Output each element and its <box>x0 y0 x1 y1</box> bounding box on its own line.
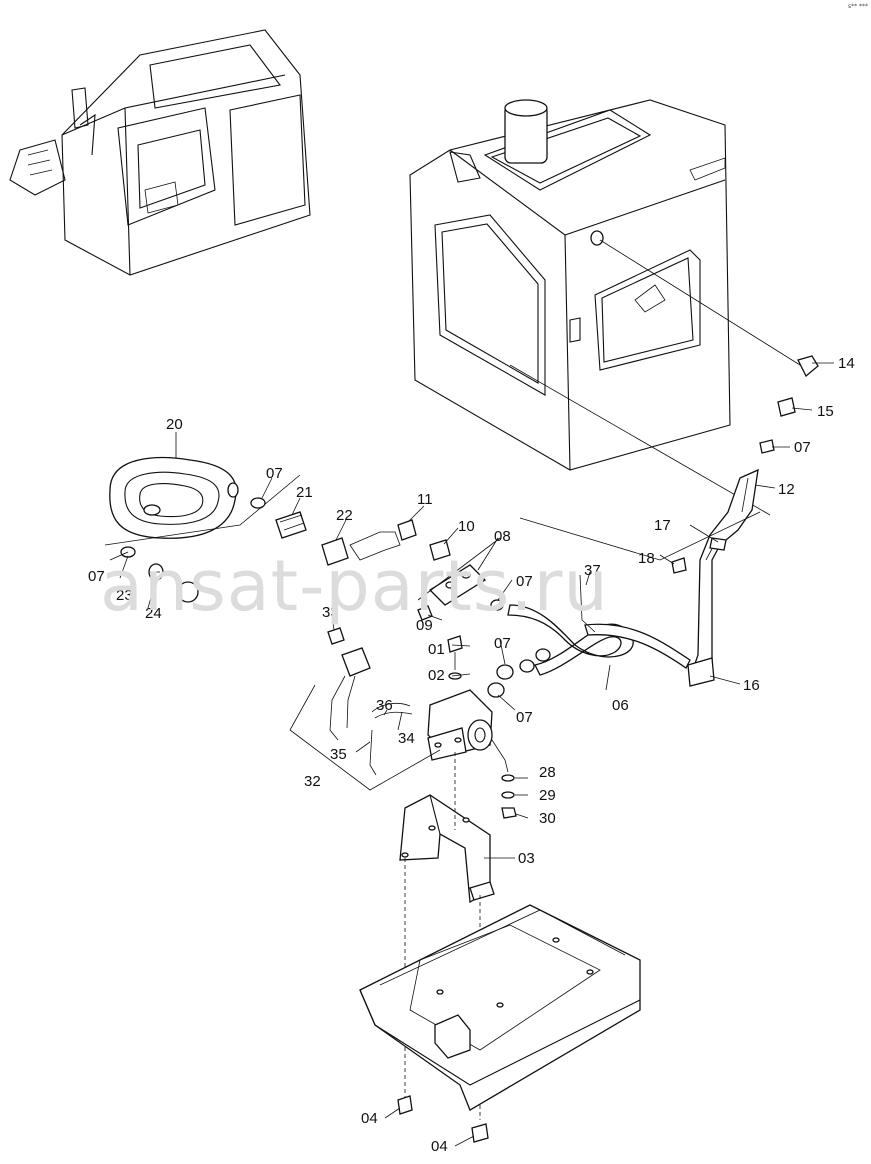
label-04-b: 04 <box>431 1138 448 1155</box>
label-20: 20 <box>166 416 183 433</box>
label-18: 18 <box>638 550 655 567</box>
label-35: 35 <box>330 746 347 763</box>
label-07-b: 07 <box>266 465 283 482</box>
label-10: 10 <box>458 518 475 535</box>
label-36: 36 <box>376 697 393 714</box>
cab-drawing <box>409 99 771 516</box>
label-07-c: 07 <box>516 573 533 590</box>
label-08: 08 <box>494 528 511 545</box>
label-29: 29 <box>539 787 556 804</box>
pump-assembly <box>427 635 514 773</box>
label-07-f: 07 <box>516 709 533 726</box>
corner-code: s** *** <box>848 3 868 10</box>
label-34: 34 <box>398 730 415 747</box>
fittings-left <box>109 497 501 621</box>
label-33: 33 <box>322 604 339 621</box>
label-07-d: 07 <box>88 568 105 585</box>
label-16: 16 <box>743 677 760 694</box>
label-03: 03 <box>518 850 535 867</box>
label-07-a: 07 <box>794 439 811 456</box>
label-11: 11 <box>417 491 433 508</box>
relay-harness <box>289 627 441 791</box>
hose-coil <box>104 432 301 546</box>
excavator-overview-drawing <box>9 29 311 276</box>
label-30: 30 <box>539 810 556 827</box>
label-06: 06 <box>612 697 629 714</box>
label-17: 17 <box>654 517 671 534</box>
washers-nuts <box>501 774 517 819</box>
part-labels: 14 15 07 12 17 18 16 06 20 07 21 22 11 1… <box>88 355 855 1155</box>
floor-plate <box>359 904 641 1111</box>
label-09: 09 <box>416 617 433 634</box>
label-32: 32 <box>304 773 321 790</box>
label-07-e: 07 <box>494 635 511 652</box>
bolts-04 <box>397 1095 489 1143</box>
label-21: 21 <box>296 484 313 501</box>
leader-lines <box>119 362 834 1147</box>
label-37: 37 <box>584 562 601 579</box>
label-15: 15 <box>817 403 834 420</box>
pipe-fittings-right <box>519 239 819 687</box>
label-23: 23 <box>116 587 133 604</box>
label-12: 12 <box>778 481 795 498</box>
label-24: 24 <box>145 605 162 622</box>
label-22: 22 <box>336 507 353 524</box>
watermark: ansat-parts.ru <box>100 545 609 627</box>
label-02: 02 <box>428 667 445 684</box>
label-01: 01 <box>428 641 445 658</box>
label-28: 28 <box>539 764 556 781</box>
hose-06 <box>490 574 691 676</box>
label-04-a: 04 <box>361 1110 378 1127</box>
label-14: 14 <box>838 355 855 372</box>
